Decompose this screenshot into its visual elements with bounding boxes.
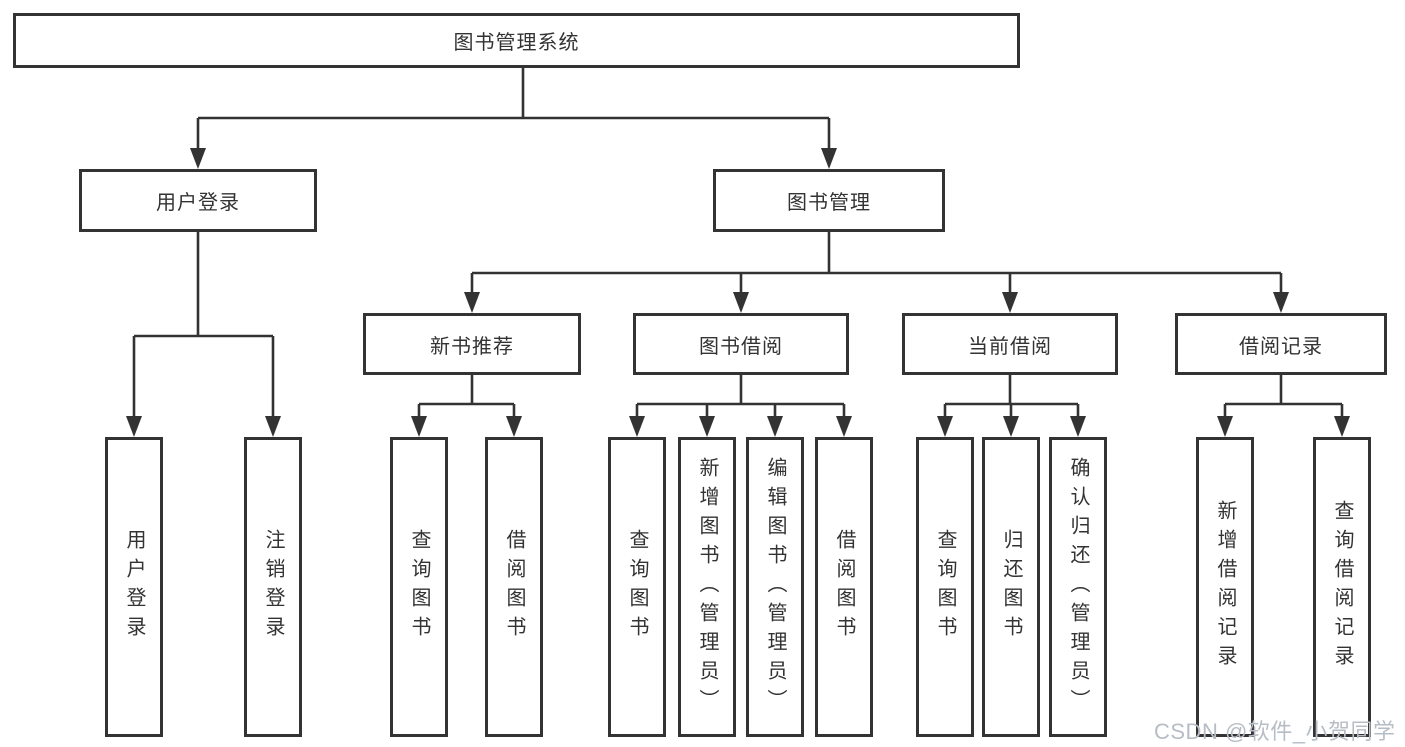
leaf-user-login: 用户登录 [105, 437, 163, 737]
leaf-borrow-borrow-books: 借阅图书 [815, 437, 873, 737]
leaf-label: 归还图书 [1000, 529, 1022, 645]
node-borrow-records: 借阅记录 [1175, 313, 1387, 375]
node-label: 用户登录 [156, 192, 240, 214]
leaf-current-query-books: 查询图书 [916, 437, 974, 737]
node-book-management: 图书管理 [713, 169, 945, 232]
node-label: 借阅记录 [1239, 335, 1323, 358]
leaf-label: 注销登录 [262, 529, 284, 645]
leaf-label: 借阅图书 [833, 529, 855, 645]
node-label: 新书推荐 [430, 335, 514, 358]
leaf-newbook-query-books: 查询图书 [390, 437, 448, 737]
leaf-borrow-add-books-admin: 新增图书（管理员） [678, 437, 736, 737]
leaf-current-confirm-return-admin: 确认归还（管理员） [1049, 437, 1107, 737]
leaf-newbook-borrow-books: 借阅图书 [485, 437, 543, 737]
leaf-borrow-query-books: 查询图书 [608, 437, 666, 737]
leaf-label: 借阅图书 [503, 529, 525, 645]
leaf-records-query-record: 查询借阅记录 [1313, 437, 1371, 737]
leaf-label: 编辑图书（管理员） [764, 456, 786, 718]
arrowheads [126, 148, 1350, 437]
leaf-label: 查询图书 [626, 529, 648, 645]
leaf-label: 查询图书 [408, 529, 430, 645]
leaf-label: 查询图书 [934, 529, 956, 645]
node-label: 图书管理系统 [453, 32, 580, 54]
node-label: 当前借阅 [968, 335, 1052, 358]
leaf-label: 查询借阅记录 [1331, 500, 1353, 674]
node-current-borrow: 当前借阅 [902, 313, 1118, 375]
leaf-current-return-books: 归还图书 [982, 437, 1040, 737]
leaf-logout: 注销登录 [244, 437, 302, 737]
node-book-borrow: 图书借阅 [633, 313, 849, 375]
node-library-management-system: 图书管理系统 [13, 13, 1020, 68]
leaf-records-add-record: 新增借阅记录 [1196, 437, 1254, 737]
node-user-login: 用户登录 [79, 169, 317, 232]
node-label: 图书管理 [787, 192, 871, 214]
leaf-label: 新增图书（管理员） [696, 456, 718, 718]
leaf-label: 新增借阅记录 [1214, 500, 1236, 674]
csdn-watermark: CSDN @软件_小贺同学 [1154, 719, 1396, 744]
node-label: 图书借阅 [699, 335, 783, 358]
node-new-book-recommend: 新书推荐 [363, 313, 581, 375]
leaf-borrow-edit-books-admin: 编辑图书（管理员） [746, 437, 804, 737]
leaf-label: 用户登录 [123, 529, 145, 645]
leaf-label: 确认归还（管理员） [1067, 456, 1089, 718]
